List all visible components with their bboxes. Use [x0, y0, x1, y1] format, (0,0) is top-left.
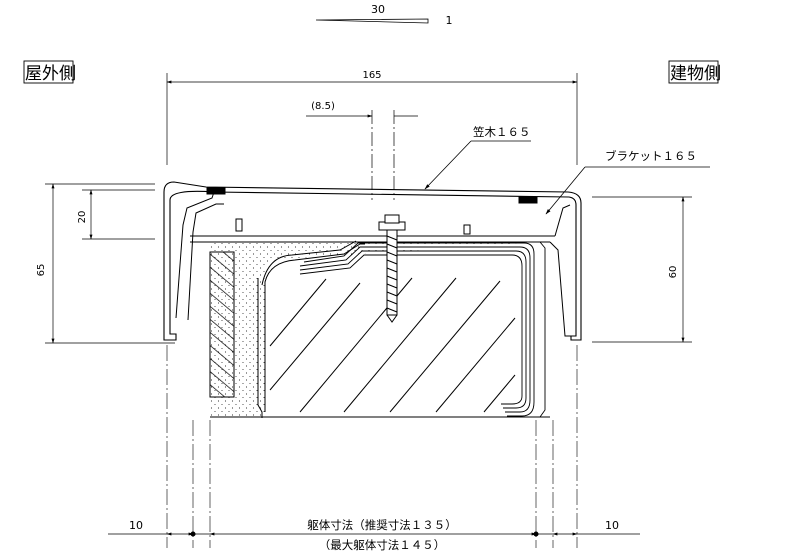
- substrate: [209, 240, 550, 418]
- parapet-hatching: [269, 277, 516, 413]
- width-dimension: [166, 73, 578, 165]
- slope-run-label: 30: [371, 3, 385, 16]
- building-side-label: 建物側: [670, 64, 721, 84]
- coping-cap: [163, 181, 582, 341]
- building-side-label-box: 建物側: [668, 60, 721, 84]
- offset-dimension-label: (8.5): [311, 101, 335, 112]
- reference-lines: [166, 345, 578, 548]
- outdoor-side-label: 屋外側: [25, 64, 76, 84]
- left-height-dimensions: [45, 183, 175, 344]
- total-height-label: 65: [36, 264, 47, 277]
- slope-indicator: 30 1: [315, 3, 453, 27]
- outdoor-side-label-box: 屋外側: [23, 60, 76, 84]
- offset-dimension: [306, 110, 418, 200]
- coping-callout-label: 笠木１６５: [473, 125, 531, 139]
- bottom-dimensions: [108, 531, 640, 537]
- left-gasket-icon: [206, 187, 226, 195]
- right-gasket-icon: [518, 196, 538, 204]
- waterproof-sheet-layers: [299, 241, 546, 418]
- bracket-height-label: 60: [668, 266, 679, 279]
- right-margin-label: 10: [605, 519, 619, 532]
- max-body-size-label: （最大躯体寸法１４５）: [319, 538, 446, 552]
- top-height-label: 20: [77, 211, 88, 224]
- slope-rise-label: 1: [446, 14, 453, 27]
- bracket-callout-label: ブラケット１６５: [605, 149, 697, 163]
- left-margin-label: 10: [129, 519, 143, 532]
- callout-leaders: [424, 140, 710, 215]
- width-dimension-label: 165: [362, 70, 381, 81]
- right-height-dimension: [592, 196, 692, 343]
- body-size-label: 躯体寸法（推奨寸法１３５）: [307, 518, 457, 532]
- anchor-bolt-icon: [378, 214, 406, 323]
